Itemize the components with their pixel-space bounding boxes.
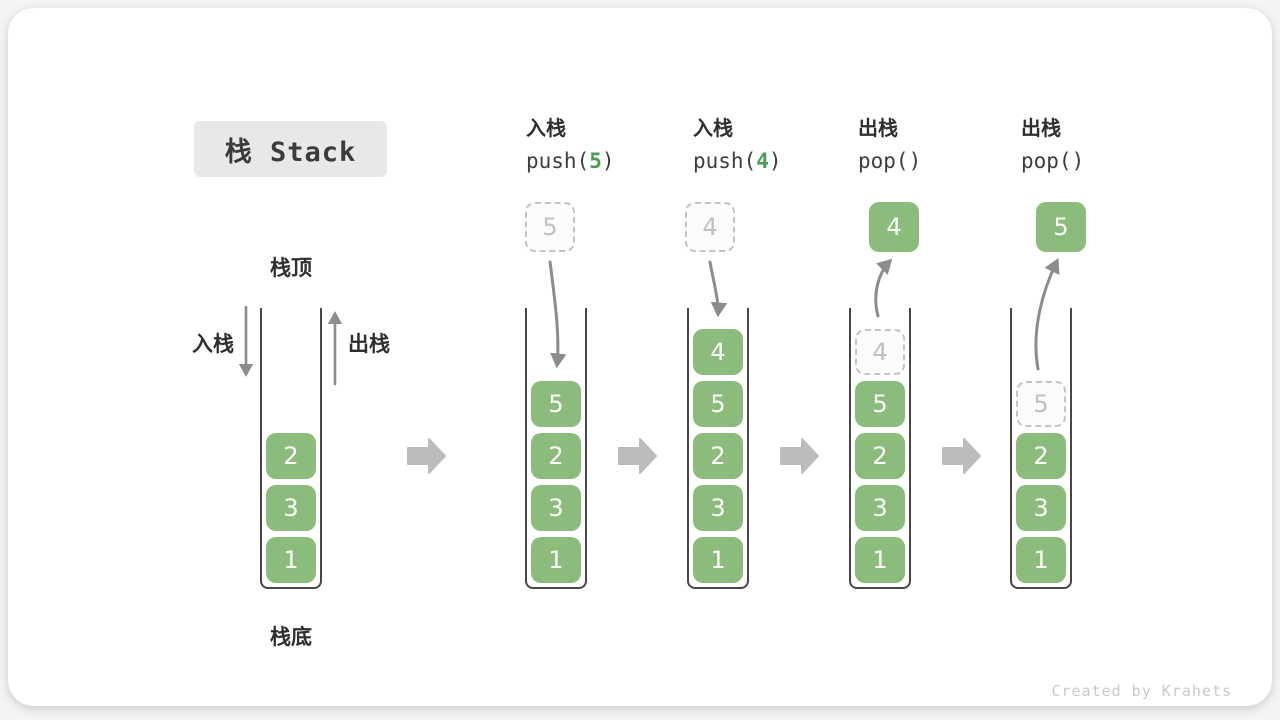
step-arrow-icon — [780, 438, 819, 474]
stack-item: 3 — [693, 485, 743, 531]
stack-item: 3 — [1016, 485, 1066, 531]
removed-slot-box: 4 — [855, 329, 905, 375]
stack-top-label: 栈顶 — [270, 256, 312, 280]
stack-container: 1 3 2 5 4 — [849, 308, 911, 589]
stack-bottom-label: 栈底 — [270, 625, 312, 649]
stack-item: 5 — [531, 381, 581, 427]
step-arrow-icon — [618, 438, 657, 474]
stack-item: 3 — [266, 485, 316, 531]
incoming-item-box: 4 — [685, 202, 735, 252]
operation-label: 入栈 push(4) — [693, 112, 782, 178]
operation-code: push(4) — [693, 149, 782, 173]
operation-name-cn: 入栈 — [693, 116, 733, 140]
operation-name-cn: 入栈 — [526, 116, 566, 140]
stack-item: 1 — [266, 537, 316, 583]
stack-item: 1 — [1016, 537, 1066, 583]
operation-arg: 5 — [589, 149, 602, 173]
push-direction-label: 入栈 — [192, 332, 234, 356]
stack-item: 2 — [693, 433, 743, 479]
stack-item: 3 — [855, 485, 905, 531]
stack-container: 1 3 2 5 — [1010, 308, 1072, 589]
stack-item: 1 — [855, 537, 905, 583]
stack-container: 1 3 2 5 4 — [687, 308, 749, 589]
stack-item: 2 — [1016, 433, 1066, 479]
stack-item: 3 — [531, 485, 581, 531]
stack-item: 2 — [266, 433, 316, 479]
stack-container: 1 3 2 — [260, 308, 322, 589]
diagram-card: 栈 Stack 栈顶 入栈 出栈 栈底 入栈 push(5) 入栈 push(4) 出栈… — [8, 8, 1272, 706]
incoming-item-box: 5 — [525, 202, 575, 252]
stack-item: 2 — [855, 433, 905, 479]
watermark: Created by Krahets — [1051, 682, 1232, 700]
stack-item: 2 — [531, 433, 581, 479]
title-text: 栈 Stack — [224, 136, 357, 168]
title-badge: 栈 Stack — [194, 121, 387, 177]
operation-name-cn: 出栈 — [1021, 116, 1061, 140]
operation-arg: 4 — [756, 149, 769, 173]
step-arrow-icon — [942, 438, 981, 474]
pop-direction-label: 出栈 — [348, 332, 390, 356]
stack-item: 4 — [693, 329, 743, 375]
stack-item: 5 — [855, 381, 905, 427]
operation-label: 入栈 push(5) — [526, 112, 615, 178]
step-arrow-icon — [407, 438, 446, 474]
stack-container: 1 3 2 5 — [525, 308, 587, 589]
operation-name-cn: 出栈 — [858, 116, 898, 140]
popped-item-box: 4 — [869, 202, 919, 252]
operation-code: pop() — [1021, 149, 1085, 173]
operation-label: 出栈 pop() — [1021, 112, 1084, 178]
push4-arrow-icon — [708, 260, 728, 318]
operation-code: push(5) — [526, 149, 615, 173]
operation-label: 出栈 pop() — [858, 112, 921, 178]
stack-item: 1 — [531, 537, 581, 583]
stack-item: 1 — [693, 537, 743, 583]
stack-item: 5 — [693, 381, 743, 427]
popped-item-box: 5 — [1036, 202, 1086, 252]
arrow-layer — [238, 258, 1060, 474]
removed-slot-box: 5 — [1016, 381, 1066, 427]
operation-code: pop() — [858, 149, 922, 173]
